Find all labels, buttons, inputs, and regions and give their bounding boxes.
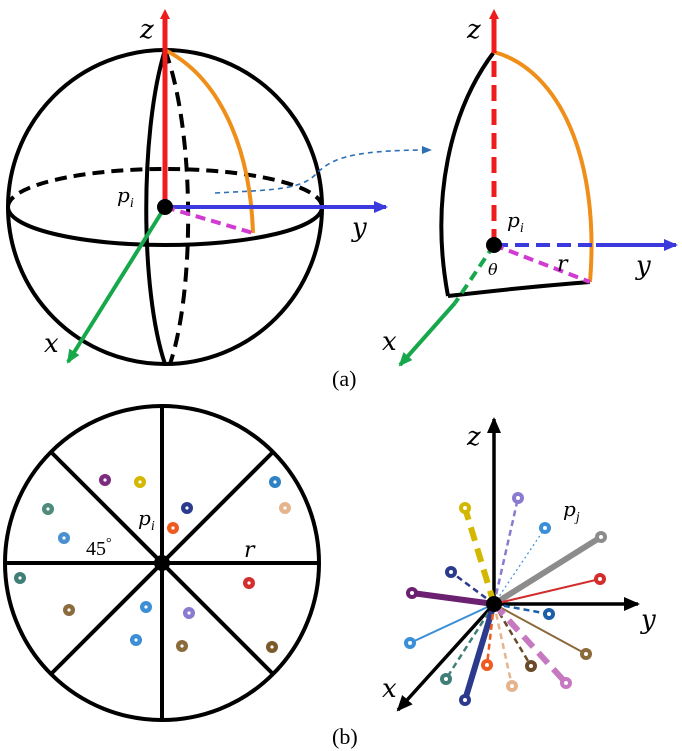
sector-point-dot xyxy=(67,608,71,612)
sector-point-dot xyxy=(18,576,22,580)
sector-point-dot xyxy=(185,506,189,510)
wedge-radius xyxy=(493,243,591,284)
sector-point-dot xyxy=(247,581,251,585)
equator-back xyxy=(6,167,324,208)
sector-point-dot xyxy=(138,480,142,484)
nb-x-label: x xyxy=(382,674,397,704)
neighbor-point-dot xyxy=(516,496,520,500)
wedge-radius-label: r xyxy=(557,252,569,277)
neighbor-line xyxy=(485,603,496,666)
neighbor-point-dot xyxy=(463,506,467,510)
neighbor-point-dot xyxy=(598,577,602,581)
equator-front xyxy=(6,206,324,247)
wedge-x-dashed xyxy=(453,243,496,305)
connector-arrow xyxy=(214,146,432,194)
center-point xyxy=(157,199,173,215)
neighbor-line xyxy=(493,527,546,605)
neighbor-point-dot xyxy=(463,698,467,702)
sector-point-dot xyxy=(180,644,184,648)
neighbor-line xyxy=(409,603,495,644)
nb-y-label: y xyxy=(640,605,656,635)
sector-point-dot xyxy=(273,480,277,484)
neighbor-line xyxy=(462,507,497,605)
caption-a: (a) xyxy=(332,366,356,391)
neighbor-line xyxy=(491,601,569,686)
point-label: pi xyxy=(117,183,134,211)
x-axis-line xyxy=(66,205,167,364)
neighbor-line xyxy=(462,603,497,701)
x-label: x xyxy=(44,329,59,359)
nb-z-label: z xyxy=(466,422,481,452)
radius-dashed xyxy=(164,205,254,235)
wedge-center-point xyxy=(486,237,502,253)
neighbor-point-dot xyxy=(564,681,568,685)
sector-points xyxy=(14,474,291,653)
disk-radius-label: r xyxy=(244,538,256,563)
wedge-orange-arc xyxy=(493,50,594,283)
neighbor-point-dot xyxy=(547,612,551,616)
y-label: y xyxy=(351,213,367,243)
panel-b-disk: pi r 45° xyxy=(3,404,321,722)
neighbor-point-dot xyxy=(485,663,489,667)
sector-point-dot xyxy=(187,611,191,615)
sector-point-dot xyxy=(46,507,50,511)
wedge-left-edge xyxy=(439,50,496,297)
neighbor-point-dot xyxy=(410,591,414,595)
panel-a-sphere: z y x pi xyxy=(6,9,388,366)
panel-b-neighbors: z y x pj xyxy=(382,417,656,712)
neighbor-point-dot xyxy=(408,641,412,645)
neighbor-point-dot xyxy=(529,664,533,668)
sector-point-dot xyxy=(103,478,107,482)
neighbor-point-dot xyxy=(599,535,603,539)
neighbor-point-dot xyxy=(543,526,547,530)
wedge-x-axis xyxy=(398,301,457,367)
neighbor-line xyxy=(492,534,603,607)
disk-center xyxy=(154,555,170,571)
neighbor-line xyxy=(492,497,520,605)
neighbor-point-dot xyxy=(449,570,453,574)
sector-point-dot xyxy=(144,605,148,609)
panel-a-wedge: z y x pi r θ xyxy=(382,9,678,367)
caption-b: (b) xyxy=(332,724,358,749)
neighbor-point-dot xyxy=(444,677,448,681)
nb-x-axis xyxy=(396,602,496,712)
nb-center xyxy=(486,596,502,612)
neighbor-line xyxy=(493,578,601,605)
wedge-x-label: x xyxy=(382,327,397,357)
wedge-point-label: pi xyxy=(507,208,524,236)
sector-point-dot xyxy=(171,526,175,530)
z-label: z xyxy=(139,15,154,45)
neighbor-line xyxy=(444,603,496,680)
orange-arc xyxy=(164,48,255,234)
neighbor-point-dot xyxy=(584,652,588,656)
wedge-z-label: z xyxy=(466,15,481,45)
wedge-angle-label: θ xyxy=(488,260,498,279)
disk-center-label: pi xyxy=(138,506,155,534)
neighbor-line xyxy=(450,570,495,606)
sector-point-dot xyxy=(62,536,66,540)
wedge-y-label: y xyxy=(635,251,651,281)
sector-point-dot xyxy=(283,506,287,510)
neighbor-line xyxy=(493,603,587,655)
disk-angle-label: 45° xyxy=(86,536,112,560)
neighbor-lines xyxy=(404,492,607,706)
neighbor-line xyxy=(492,603,514,687)
sector-point-dot xyxy=(134,638,138,642)
neighbor-point-dot xyxy=(510,684,514,688)
nb-neighbor-label: pj xyxy=(563,497,580,525)
wedge-bottom-edge xyxy=(447,280,591,298)
neighbor-line xyxy=(411,590,495,607)
sector-point-dot xyxy=(270,645,274,649)
meridian-back xyxy=(163,49,191,365)
meridian-front xyxy=(144,49,167,365)
